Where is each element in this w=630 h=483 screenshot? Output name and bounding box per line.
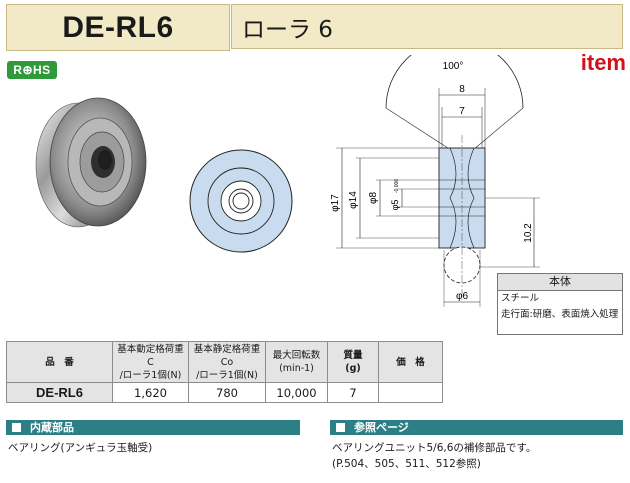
body-material-box: 本体 スチール 走行面:研磨、表面焼入処理 [497,273,623,335]
cell-mass: 7 [327,382,379,403]
dim-height: 10.2 [523,223,534,243]
body-material: スチール [501,293,540,304]
product-title: ローラ 6 [231,4,623,49]
dim-shaft-diameter: φ5 [390,200,400,211]
th-price: 価 格 [378,341,443,383]
cell-model: DE-RL6 [6,382,113,403]
dim-width-outer: 8 [459,84,465,95]
dim-outer-diameter: φ17 [330,194,341,212]
dim-bore-diameter: φ8 [368,192,379,204]
cell-static-load: 780 [188,382,266,403]
rohs-badge: R⊕HS [7,61,57,79]
body-box-title: 本体 [498,274,622,291]
model-title: DE-RL6 [6,4,230,51]
body-treatment: 走行面:研磨、表面焼入処理 [501,309,619,320]
dim-angle: 100° [443,61,464,72]
reference-line-2: (P.504、505、511、512参照) [332,458,481,470]
section-square-icon [12,423,21,432]
dim-width-inner: 7 [459,106,465,117]
th-mass: 質量 (g) [327,341,379,383]
front-view-drawing [189,149,293,253]
th-max-speed: 最大回転数 (min-1) [265,341,328,383]
product-photo [35,97,147,228]
section-square-icon [336,423,345,432]
th-model: 品 番 [6,341,113,383]
internal-parts-text: ベアリング(アンギュラ玉軸受) [8,442,153,454]
cell-dynamic-load: 1,620 [112,382,189,403]
spec-table: 品 番 基本動定格荷重 C /ローラ1個(N) 基本静定格荷重 Co /ローラ1… [6,341,443,403]
cell-max-speed: 10,000 [265,382,328,403]
th-dynamic-load: 基本動定格荷重 C /ローラ1個(N) [112,341,189,383]
side-view-drawing: 100° 8 7 φ17 φ14 φ8 φ5 -0.006 10.2 φ6 [330,55,540,307]
internal-parts-header: 内蔵部品 [6,420,300,435]
dim-ball-diameter: φ6 [456,291,468,302]
dim-mid-diameter: φ14 [348,191,359,209]
th-static-load: 基本静定格荷重 Co /ローラ1個(N) [188,341,266,383]
cell-price [378,382,443,403]
brand-logo: item [580,50,626,75]
reference-pages-header: 参照ページ [330,420,623,435]
reference-line-1: ベアリングユニット5/6,6の補修部品です。 [332,442,537,454]
dim-shaft-tolerance: -0.006 [394,179,400,193]
